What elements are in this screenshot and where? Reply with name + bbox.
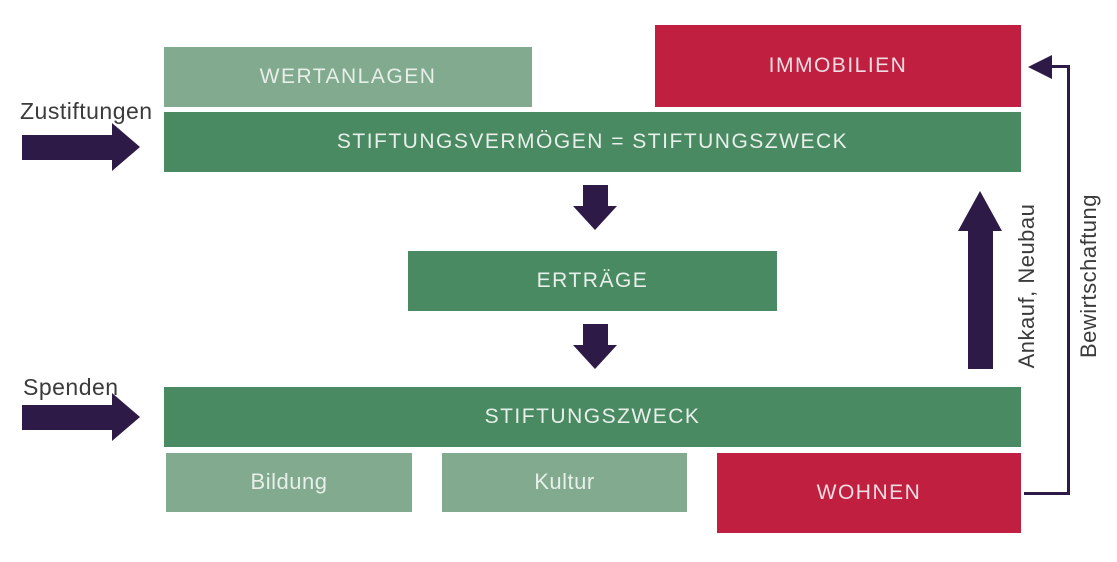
down-arrow-ertraege-to-zweck-icon xyxy=(573,324,617,369)
box-wertanlagen-label: WERTANLAGEN xyxy=(259,65,437,89)
spenden-arrow-icon xyxy=(22,393,140,441)
up-arrow-ankauf-neubau-icon xyxy=(958,191,1002,369)
box-kultur: Kultur xyxy=(442,453,687,512)
arrow-shaft xyxy=(22,404,112,430)
box-bildung: Bildung xyxy=(166,453,412,512)
arrow-head xyxy=(573,206,617,230)
connector-vertical-segment xyxy=(1067,65,1070,495)
box-wohnen: WOHNEN xyxy=(717,453,1021,533)
arrow-head xyxy=(573,345,617,369)
connector-top-segment xyxy=(1050,65,1070,68)
bewirtschaftung-label: Bewirtschaftung xyxy=(1076,193,1101,359)
box-stiftungsvermoegen-label: STIFTUNGSVERMÖGEN = STIFTUNGSZWECK xyxy=(336,130,849,154)
arrow-head xyxy=(958,191,1002,231)
arrow-shaft xyxy=(967,231,993,369)
arrow-shaft xyxy=(22,134,112,160)
box-stiftungszweck-label: STIFTUNGSZWECK xyxy=(484,405,701,429)
arrow-shaft xyxy=(582,324,608,345)
box-wohnen-label: WOHNEN xyxy=(816,481,922,505)
box-wertanlagen: WERTANLAGEN xyxy=(164,47,532,107)
box-immobilien: IMMOBILIEN xyxy=(655,25,1021,107)
arrow-head xyxy=(112,393,140,441)
box-stiftungszweck: STIFTUNGSZWECK xyxy=(164,387,1021,447)
box-stiftungsvermoegen: STIFTUNGSVERMÖGEN = STIFTUNGSZWECK xyxy=(164,112,1021,172)
zustiftungen-arrow-icon xyxy=(22,123,140,171)
box-immobilien-label: IMMOBILIEN xyxy=(768,54,908,78)
arrow-head xyxy=(112,123,140,171)
box-kultur-label: Kultur xyxy=(534,469,595,495)
zustiftungen-label: Zustiftungen xyxy=(20,98,153,124)
box-bildung-label: Bildung xyxy=(250,469,328,495)
spenden-label: Spenden xyxy=(23,374,119,400)
box-ertraege: ERTRÄGE xyxy=(408,251,777,311)
down-arrow-vermoegen-to-ertraege-icon xyxy=(573,185,617,230)
ankauf-neubau-label: Ankauf, Neubau xyxy=(1014,203,1039,369)
box-ertraege-label: ERTRÄGE xyxy=(536,269,649,293)
connector-arrow-head-icon xyxy=(1028,55,1052,79)
arrow-shaft xyxy=(582,185,608,206)
connector-bottom-segment xyxy=(1024,492,1070,495)
